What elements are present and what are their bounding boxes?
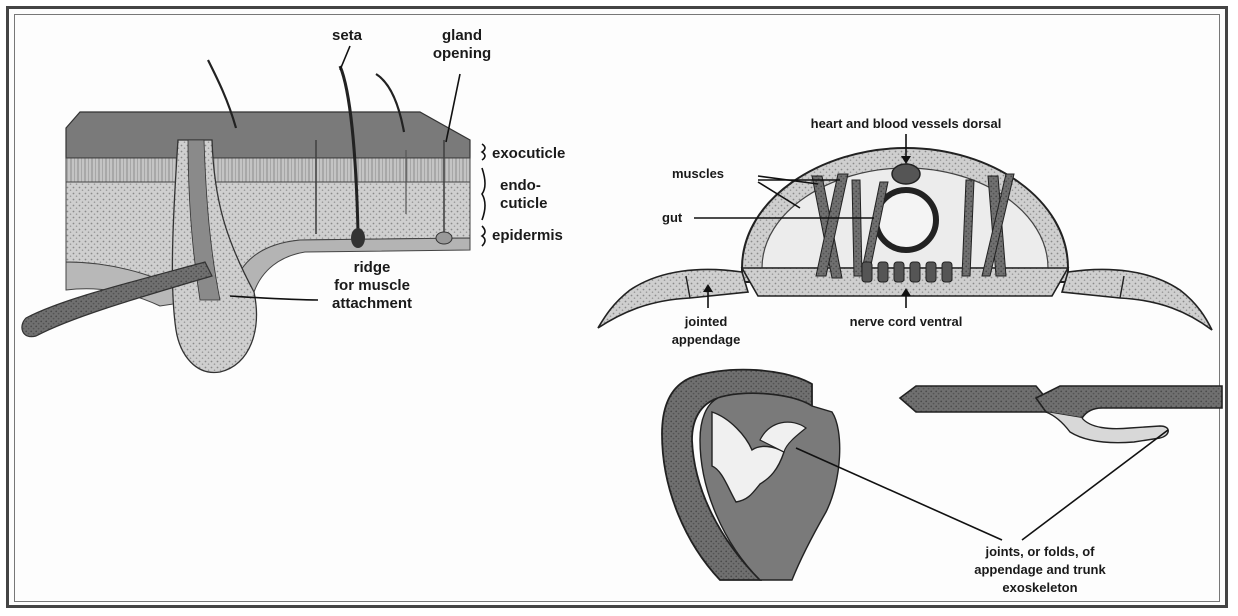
bracket-endocuticle (482, 168, 485, 220)
seta-socket (351, 228, 365, 248)
trunk-plate-1 (900, 386, 1046, 412)
appendage-right (1062, 269, 1212, 330)
label-joints-line1: joints, or folds, of (984, 544, 1095, 559)
label-endocuticle-line2: cuticle (500, 195, 548, 212)
label-ridge-line2: for muscle (334, 277, 410, 294)
label-heart: heart and blood vessels dorsal (811, 116, 1002, 131)
label-jointed-line1: jointed (684, 314, 728, 329)
joints-section: joints, or folds, of appendage and trunk… (662, 370, 1222, 595)
trunk-plate-2 (1036, 386, 1222, 418)
label-ridge-line1: ridge (354, 259, 391, 276)
bracket-epidermis (482, 226, 485, 246)
trunk-fold (1046, 412, 1168, 443)
exocuticle-layer (66, 158, 470, 182)
label-joints-line2: appendage and trunk (974, 562, 1106, 577)
cuticle-surface (66, 112, 470, 158)
label-epidermis: epidermis (492, 227, 563, 244)
label-gland-line2: opening (433, 45, 491, 62)
body-cross-section: heart and blood vessels dorsal muscles g… (598, 116, 1212, 347)
cuticle-section: seta gland opening exocuticle endo- cuti… (22, 27, 565, 372)
seta-leader (340, 46, 350, 70)
gland-cell (436, 232, 452, 244)
label-joints-line3: exoskeleton (1002, 580, 1077, 595)
label-gut: gut (662, 210, 683, 225)
label-jointed-line2: appendage (672, 332, 741, 347)
label-exocuticle: exocuticle (492, 145, 565, 162)
label-ridge-line3: attachment (332, 295, 412, 312)
label-endocuticle-line1: endo- (500, 177, 541, 194)
label-gland-line1: gland (442, 27, 482, 44)
heart (892, 164, 920, 184)
joints-leader-2 (1022, 430, 1168, 540)
bracket-exocuticle (482, 144, 485, 160)
label-nerve-cord: nerve cord ventral (850, 314, 963, 329)
label-muscles: muscles (672, 166, 724, 181)
label-seta: seta (332, 27, 363, 44)
